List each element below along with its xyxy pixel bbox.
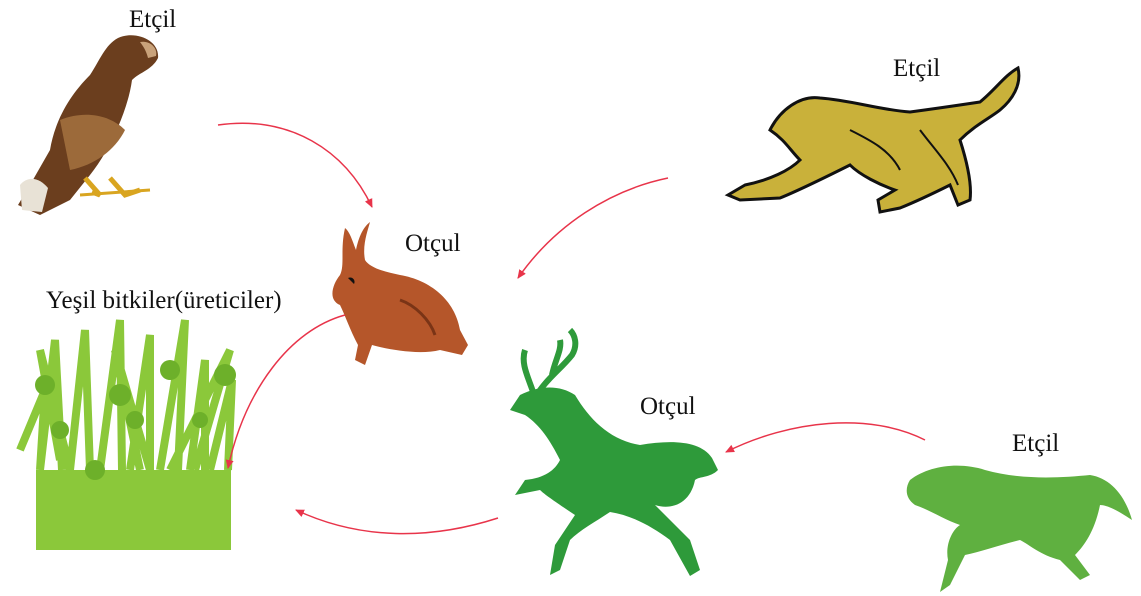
- arrow-eagle-to-hare: [218, 123, 372, 207]
- deer-icon: [510, 330, 718, 576]
- arrow-hare-to-plants: [228, 315, 345, 468]
- eagle-icon: [18, 35, 158, 215]
- jackal-icon: [728, 68, 1019, 212]
- grass-icon: [20, 320, 236, 550]
- arrow-jackal-to-hare: [518, 178, 668, 278]
- arrow-deer-to-plants: [296, 510, 498, 534]
- arrow-wolf-to-deer: [726, 423, 925, 452]
- wolf-icon: [907, 466, 1132, 592]
- hare-icon: [332, 222, 468, 365]
